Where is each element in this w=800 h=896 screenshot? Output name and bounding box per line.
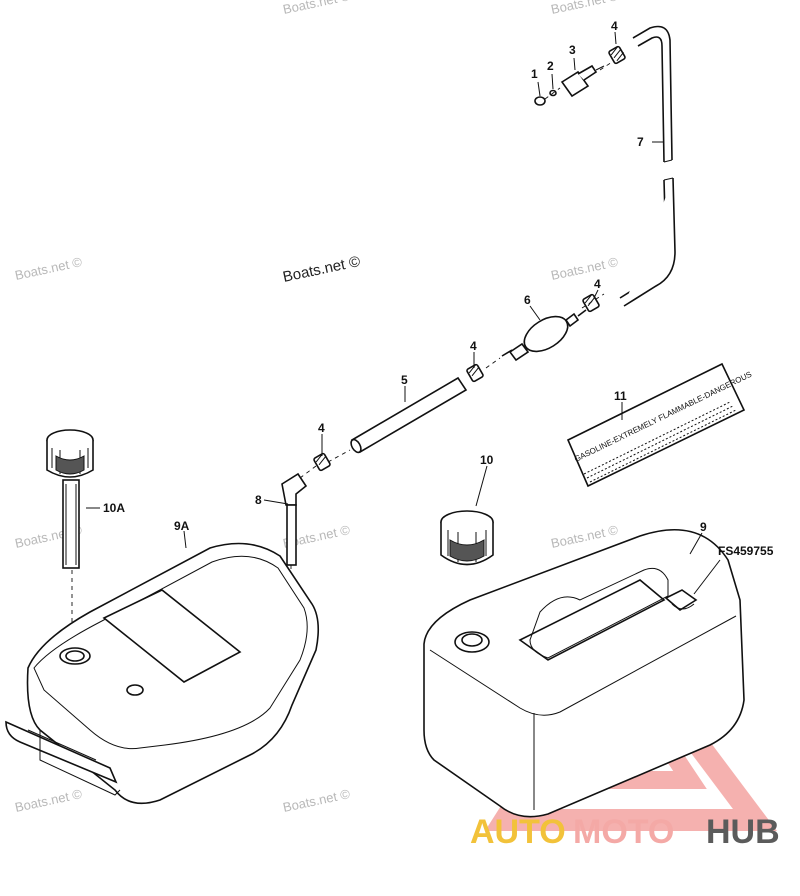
callout-10: 10: [480, 453, 494, 467]
callout-5: 5: [401, 373, 408, 387]
part-6-primer-bulb: [501, 309, 587, 362]
watermark-boats-net: Boats.net ©: [550, 0, 620, 17]
part-4-clamp-lower: [313, 452, 331, 472]
callout-6: 6: [524, 293, 531, 307]
part-4-clamp-bulb-lower: [466, 363, 484, 383]
watermark-boats-net: Boats.net ©: [14, 786, 84, 815]
callout-4: 4: [594, 277, 601, 291]
part-7-fuel-hose: [619, 25, 676, 307]
assembly-line: [299, 465, 317, 479]
callout-11: 11: [614, 389, 627, 403]
watermark-boats-net: Boats.net ©: [282, 786, 352, 815]
callout-3: 3: [569, 43, 576, 57]
part-9-fuel-tank: [423, 529, 745, 818]
brand-text-moto: MOTO: [573, 813, 674, 851]
callout-10a: 10A: [103, 501, 125, 515]
part-10-cap: [440, 510, 494, 566]
part-1-o-ring: [534, 96, 546, 106]
watermark-boats-net: Boats.net ©: [14, 254, 84, 283]
callout-9: 9: [700, 520, 707, 534]
part-11-warning-label: GASOLINE-EXTREMELY FLAMMABLE-DANGEROUS: [566, 362, 753, 488]
brand-text-hub: HUB: [706, 813, 780, 851]
callout-4: 4: [611, 19, 618, 33]
brand-text-auto: AUTO: [470, 813, 566, 851]
callout-labels: 1 2 3 4 7 4 6 4 5 11 4 10 10A 8 9A 9 FS4…: [103, 19, 774, 558]
watermark-boats-net: Boats.net ©: [282, 0, 352, 17]
assembly-line: [485, 293, 605, 369]
part-3-connector: [560, 64, 605, 98]
assembly-line: [544, 61, 613, 100]
callout-4: 4: [470, 339, 477, 353]
figure-code: FS459755: [718, 544, 774, 558]
part-9a-fuel-tank: [5, 542, 320, 805]
assembly-line: [327, 449, 351, 463]
part-10a-cap-with-gauge: [46, 429, 94, 569]
automotohub-wordmark: AUTO MOTO HUB: [470, 813, 780, 851]
callout-4: 4: [318, 421, 325, 435]
watermark-boats-net: Boats.net ©: [550, 522, 620, 551]
part-4-clamp-bulb-upper: [582, 293, 600, 313]
watermark-boats-net: Boats.net ©: [550, 254, 620, 283]
callout-8: 8: [255, 493, 262, 507]
callout-1: 1: [531, 67, 538, 81]
part-5-hose-section: [350, 376, 468, 454]
part-8-pickup-tube: [281, 472, 308, 566]
part-4-clamp-top: [608, 45, 626, 65]
callout-7: 7: [637, 135, 644, 149]
callout-9a: 9A: [174, 519, 190, 533]
callout-2: 2: [547, 59, 554, 73]
callout-leaders: [86, 31, 721, 595]
watermark-boats-net-main: Boats.net ©: [281, 253, 361, 286]
